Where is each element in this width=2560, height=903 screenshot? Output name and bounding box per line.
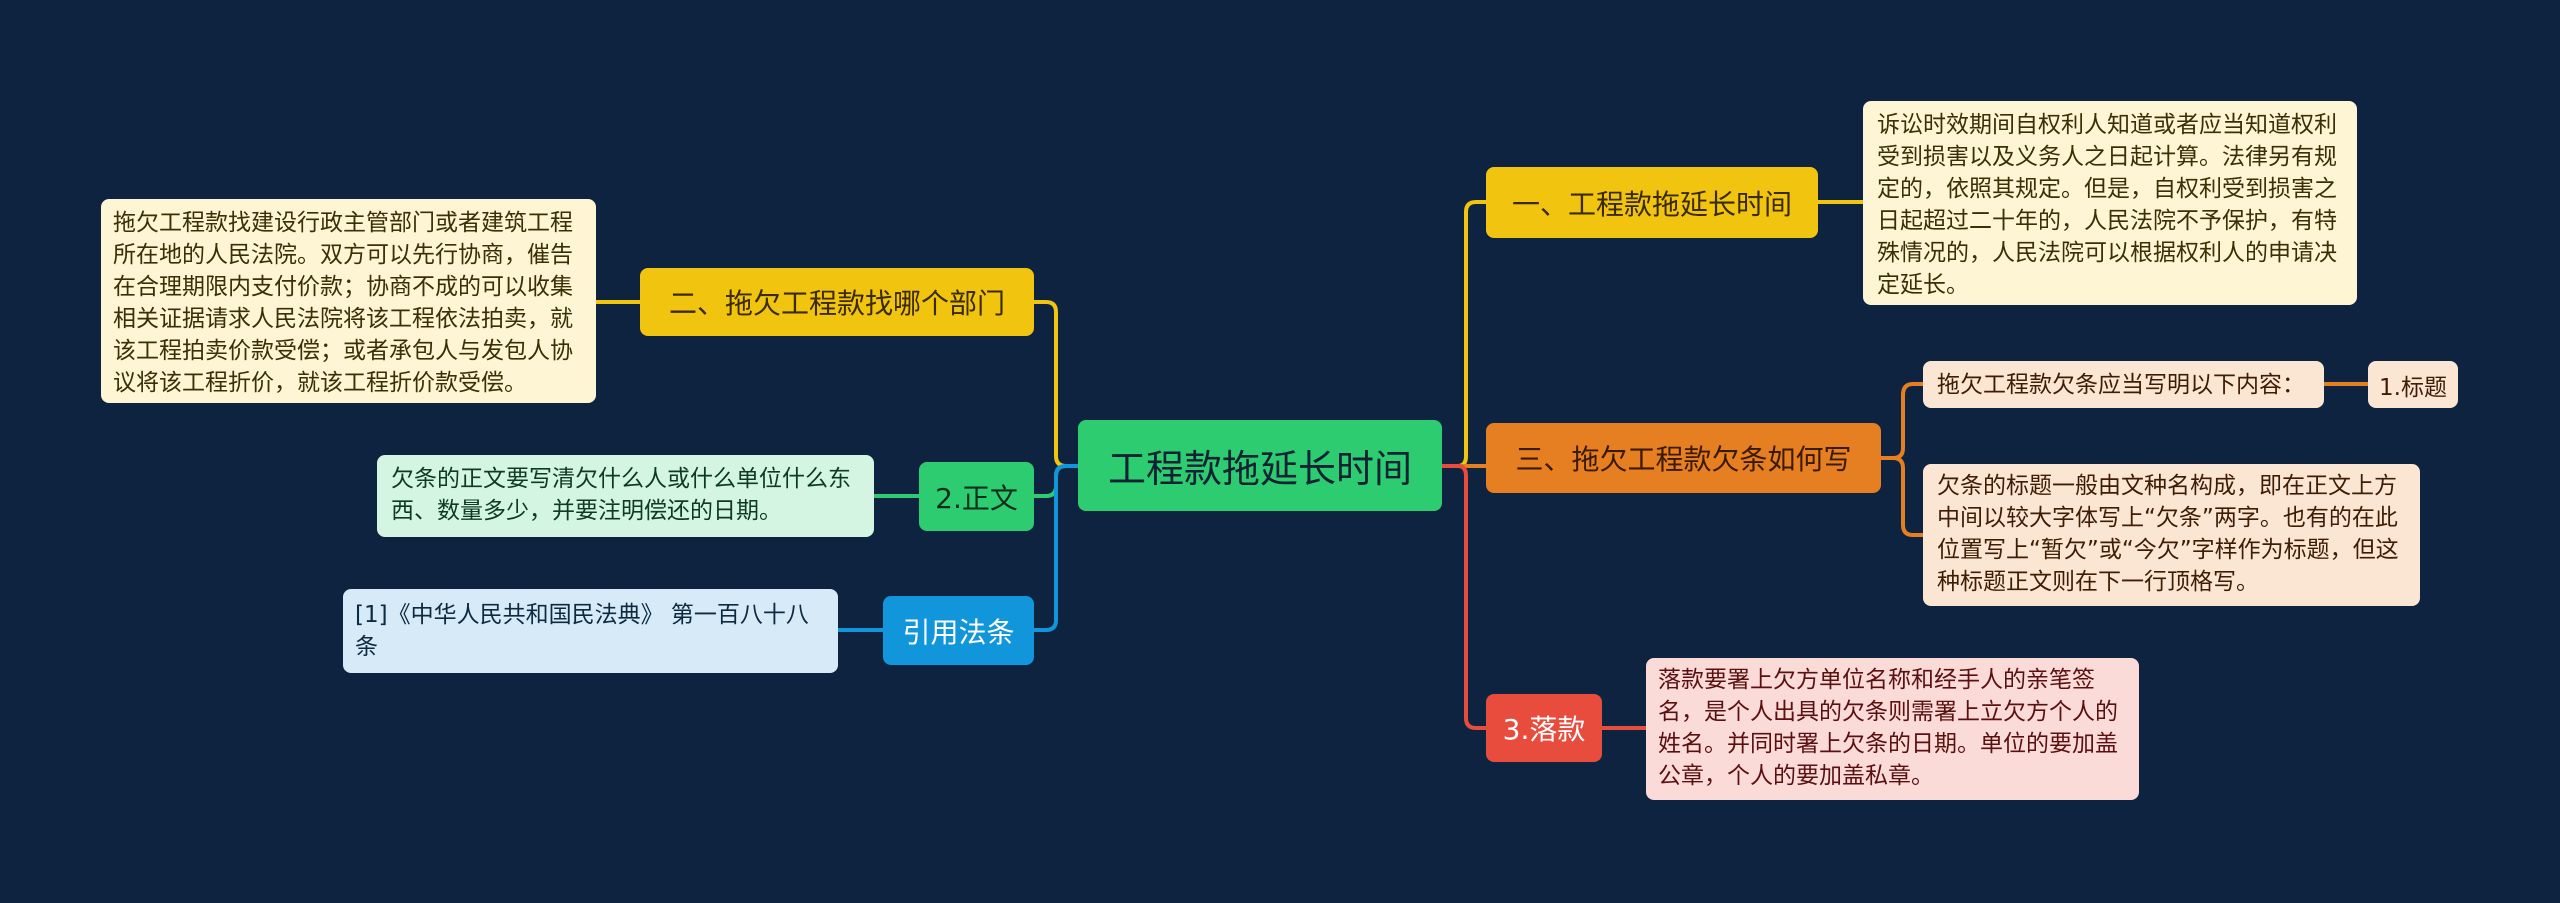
- link-branch3-detail2: [1881, 456, 1923, 537]
- branch-delay-time[interactable]: 一、工程款拖延长时间: [1486, 167, 1818, 238]
- sub-node-title[interactable]: 1.标题: [2368, 361, 2458, 408]
- detail-body-text: 欠条的正文要写清欠什么人或什么单位什么东西、数量多少，并要注明偿还的日期。: [377, 455, 874, 537]
- branch-which-department[interactable]: 二、拖欠工程款找哪个部门: [640, 268, 1034, 336]
- central-topic[interactable]: 工程款拖延长时间: [1078, 420, 1442, 511]
- link-branch3-detail1: [1881, 382, 1923, 460]
- detail-cited-law: [1]《中华人民共和国民法典》 第一百八十八条: [343, 589, 838, 673]
- branch-body-text[interactable]: 2.正文: [919, 462, 1034, 531]
- link-center-to-luokuan: [1442, 464, 1486, 730]
- link-center-to-left3: [1034, 464, 1078, 632]
- link-center-to-left1: [1034, 300, 1078, 468]
- detail-limitation-period: 诉讼时效期间自权利人知道或者应当知道权利受到损害以及义务人之日起计算。法律另有规…: [1863, 101, 2357, 305]
- branch-iou-how-to-write[interactable]: 三、拖欠工程款欠条如何写: [1486, 423, 1881, 493]
- detail-iou-title: 欠条的标题一般由文种名构成，即在正文上方中间以较大字体写上“欠条”两字。也有的在…: [1923, 464, 2420, 606]
- detail-signature: 落款要署上欠方单位名称和经手人的亲笔签名，是个人出具的欠条则需署上立欠方个人的姓…: [1646, 658, 2139, 800]
- detail-which-department: 拖欠工程款找建设行政主管部门或者建筑工程所在地的人民法院。双方可以先行协商，催告…: [101, 199, 596, 403]
- branch-cited-law[interactable]: 引用法条: [883, 596, 1034, 665]
- link-center-to-branch1: [1442, 200, 1486, 468]
- branch-signature[interactable]: 3.落款: [1486, 694, 1602, 762]
- detail-iou-contents: 拖欠工程款欠条应当写明以下内容：: [1923, 361, 2324, 408]
